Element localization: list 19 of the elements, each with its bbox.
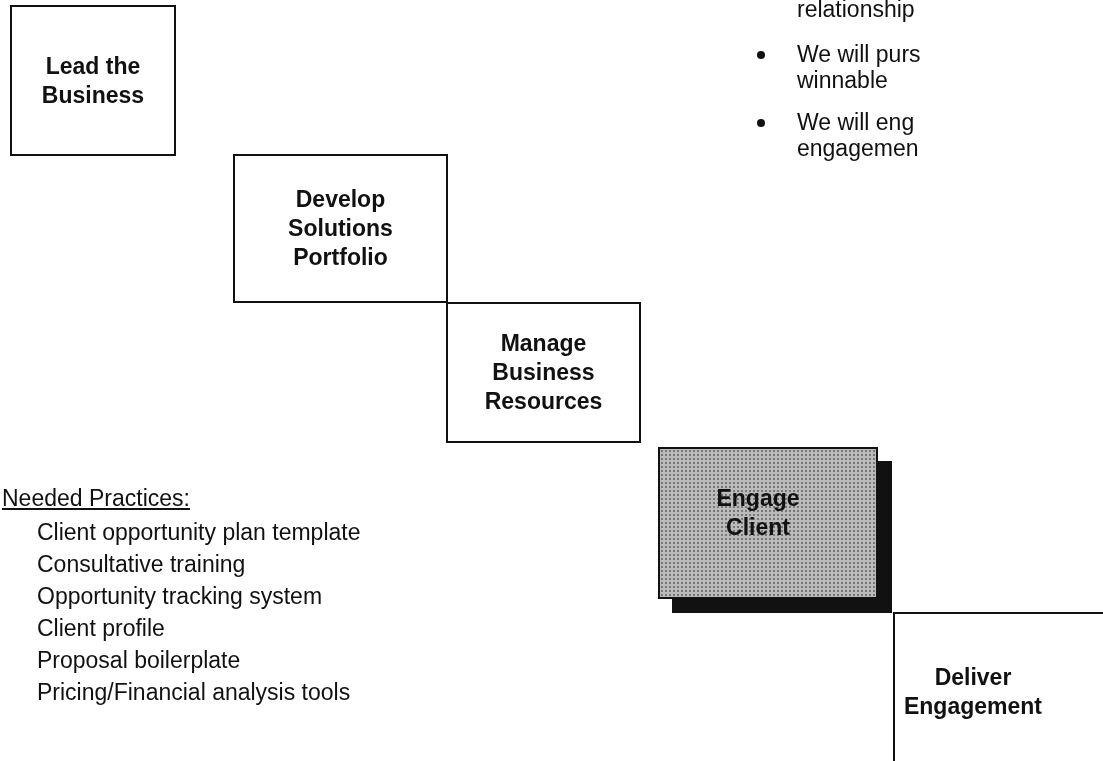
bullet-text: We will eng engagemen — [797, 109, 920, 161]
practice-item: Opportunity tracking system — [37, 583, 323, 610]
bullet-text: We will purs winnable — [797, 41, 922, 93]
practice-item: Pricing/Financial analysis tools — [37, 679, 351, 706]
section-heading: Needed Practices: — [2, 485, 190, 512]
box-label: Manage Business Resources — [483, 329, 604, 416]
practice-item: Client opportunity plan template — [37, 519, 361, 546]
process-box — [10, 5, 176, 156]
process-box — [233, 154, 448, 303]
box-label: Deliver Engagement — [903, 663, 1043, 721]
box-label: Lead the Business — [40, 51, 146, 110]
practice-item: Proposal boilerplate — [37, 647, 241, 674]
process-box — [446, 302, 641, 443]
practice-item: Client profile — [37, 615, 165, 642]
bullet-text: relationship — [797, 0, 916, 22]
process-box — [893, 612, 1103, 761]
box-label: Develop Solutions Portfolio — [287, 185, 394, 272]
box-label: Engage Client — [715, 484, 801, 542]
practice-item: Consultative training — [37, 551, 246, 578]
